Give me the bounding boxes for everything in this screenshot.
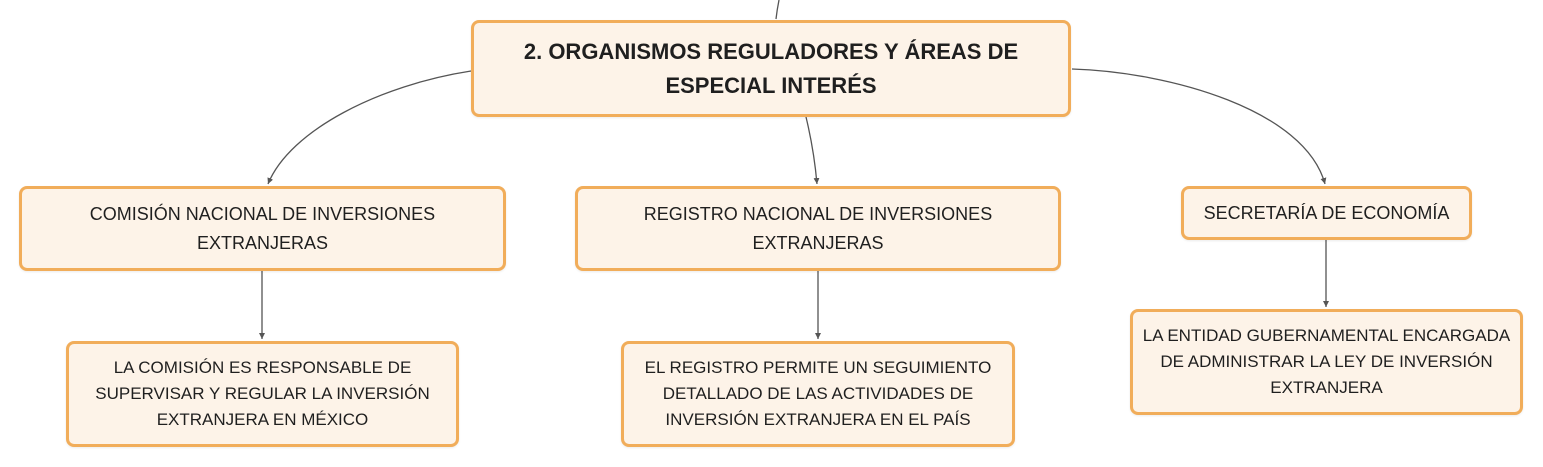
subtopic-node-rnie-detail[interactable]: EL REGISTRO PERMITE UN SEGUIMIENTO DETAL… xyxy=(621,341,1015,447)
topic-label-secretaria-economia: SECRETARÍA DE ECONOMÍA xyxy=(1203,202,1450,223)
topic-node-cnie[interactable]: COMISIÓN NACIONAL DE INVERSIONES EXTRANJ… xyxy=(19,186,506,271)
subtopic-label-secretaria-detail: LA ENTIDAD GUBERNAMENTAL ENCARGADA DE AD… xyxy=(1142,326,1511,397)
topic-label-rnie: REGISTRO NACIONAL DE INVERSIONES EXTRANJ… xyxy=(643,203,993,253)
root-topic-node[interactable]: 2. ORGANISMOS REGULADORES Y ÁREAS DE ESP… xyxy=(471,20,1071,117)
topic-node-rnie[interactable]: REGISTRO NACIONAL DE INVERSIONES EXTRANJ… xyxy=(575,186,1061,271)
subtopic-label-rnie-detail: EL REGISTRO PERMITE UN SEGUIMIENTO DETAL… xyxy=(644,358,992,429)
subtopic-label-cnie-detail: LA COMISIÓN ES RESPONSABLE DE SUPERVISAR… xyxy=(95,358,430,429)
connector-root-to-rnie xyxy=(805,116,820,185)
topic-node-secretaria-economia[interactable]: SECRETARÍA DE ECONOMÍA xyxy=(1181,186,1472,240)
connector-parent-to-root xyxy=(775,0,780,20)
subtopic-node-cnie-detail[interactable]: LA COMISIÓN ES RESPONSABLE DE SUPERVISAR… xyxy=(66,341,459,447)
subtopic-node-secretaria-detail[interactable]: LA ENTIDAD GUBERNAMENTAL ENCARGADA DE AD… xyxy=(1130,309,1523,415)
topic-label-cnie: COMISIÓN NACIONAL DE INVERSIONES EXTRANJ… xyxy=(89,203,436,253)
connector-root-to-se xyxy=(1071,68,1327,185)
connector-root-to-cnie xyxy=(267,70,472,185)
root-topic-label: 2. ORGANISMOS REGULADORES Y ÁREAS DE ESP… xyxy=(523,38,1019,98)
